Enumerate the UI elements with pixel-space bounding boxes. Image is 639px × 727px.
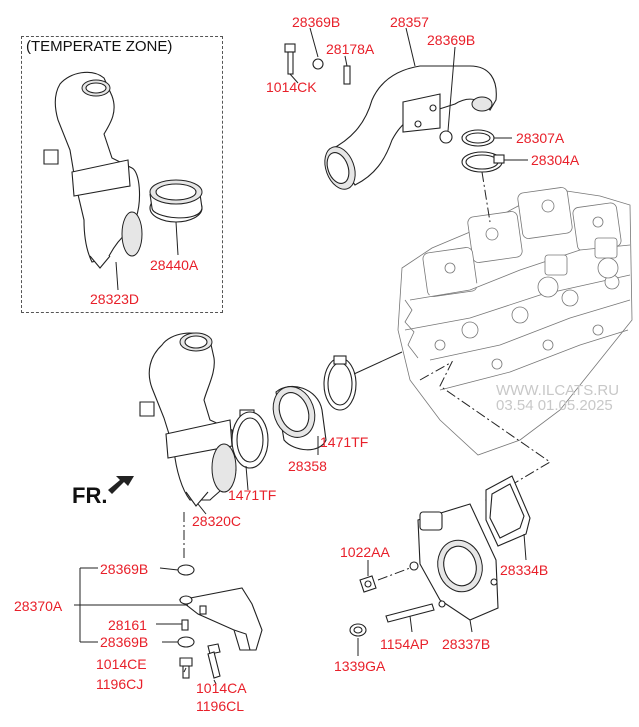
- label-28307a[interactable]: 28307A: [516, 130, 565, 146]
- clamp-1471tf-left: [231, 411, 269, 469]
- label-28337b[interactable]: 28337B: [442, 636, 491, 652]
- clamp-1471tf-right: [323, 355, 357, 411]
- washer-28369b-low2: [177, 636, 195, 648]
- watermark-line2: 03.54 01.05.2025: [496, 397, 613, 414]
- pipe-28323d: [43, 71, 143, 269]
- label-28161[interactable]: 28161: [108, 617, 147, 633]
- temperate-zone-box: [21, 36, 223, 313]
- stud-1154ap: [385, 603, 435, 623]
- label-28320c[interactable]: 28320C: [192, 513, 242, 529]
- nut-1022aa: [359, 575, 377, 593]
- watermark: WWW.ILCATS.RU 03.54 01.05.2025: [496, 383, 619, 413]
- watermark-line1: WWW.ILCATS.RU: [496, 382, 620, 399]
- label-28358[interactable]: 28358: [288, 458, 327, 474]
- label-28370a[interactable]: 28370A: [14, 598, 63, 614]
- label-1014ca[interactable]: 1014CA: [196, 680, 247, 696]
- pipe-28357: [324, 65, 497, 190]
- label-1196cl[interactable]: 1196CL: [196, 698, 245, 714]
- label-28369b-low1[interactable]: 28369B: [100, 561, 149, 577]
- gasket-28334b: [485, 475, 531, 547]
- front-arrow-icon: [108, 476, 134, 494]
- clamp-28304a: [461, 151, 505, 173]
- bracket-28370a: [178, 587, 263, 651]
- zone-title: (TEMPERATE ZONE): [26, 38, 173, 55]
- bolt-1014ca: [207, 643, 221, 679]
- bolt-1014ck: [284, 43, 296, 75]
- label-1471tf-right[interactable]: 1471TF: [320, 434, 369, 450]
- label-1022aa[interactable]: 1022AA: [340, 544, 390, 560]
- label-1471tf-left[interactable]: 1471TF: [228, 487, 277, 503]
- pipe-28320c: [139, 332, 255, 507]
- label-28369b-right[interactable]: 28369B: [427, 32, 476, 48]
- bolt-1014ce: [179, 657, 193, 679]
- label-1196cj[interactable]: 1196CJ: [96, 676, 144, 692]
- label-1154ap[interactable]: 1154AP: [380, 636, 429, 652]
- nut-1339ga: [349, 623, 367, 637]
- sleeve-28440a: [149, 179, 203, 223]
- label-28334b[interactable]: 28334B: [500, 562, 549, 578]
- label-28178a[interactable]: 28178A: [326, 41, 375, 57]
- sleeve-28358: [272, 385, 327, 451]
- label-28440a[interactable]: 28440A: [150, 257, 199, 273]
- label-28369b-top[interactable]: 28369B: [292, 14, 341, 30]
- label-1014ck[interactable]: 1014CK: [266, 79, 317, 95]
- pin-28161: [181, 619, 189, 631]
- engine-block: [397, 187, 633, 456]
- label-28357[interactable]: 28357: [390, 14, 429, 30]
- direction-label: FR.: [72, 483, 108, 508]
- label-28304a[interactable]: 28304A: [531, 152, 580, 168]
- pin-28178a: [343, 65, 351, 85]
- label-28323d[interactable]: 28323D: [90, 291, 140, 307]
- washer-28369b-low1: [177, 564, 195, 576]
- washer-28369b-top: [312, 58, 324, 70]
- flange-28337b: [409, 503, 499, 621]
- label-1339ga[interactable]: 1339GA: [334, 658, 386, 674]
- label-1014ce[interactable]: 1014CE: [96, 656, 147, 672]
- label-28369b-low2[interactable]: 28369B: [100, 634, 149, 650]
